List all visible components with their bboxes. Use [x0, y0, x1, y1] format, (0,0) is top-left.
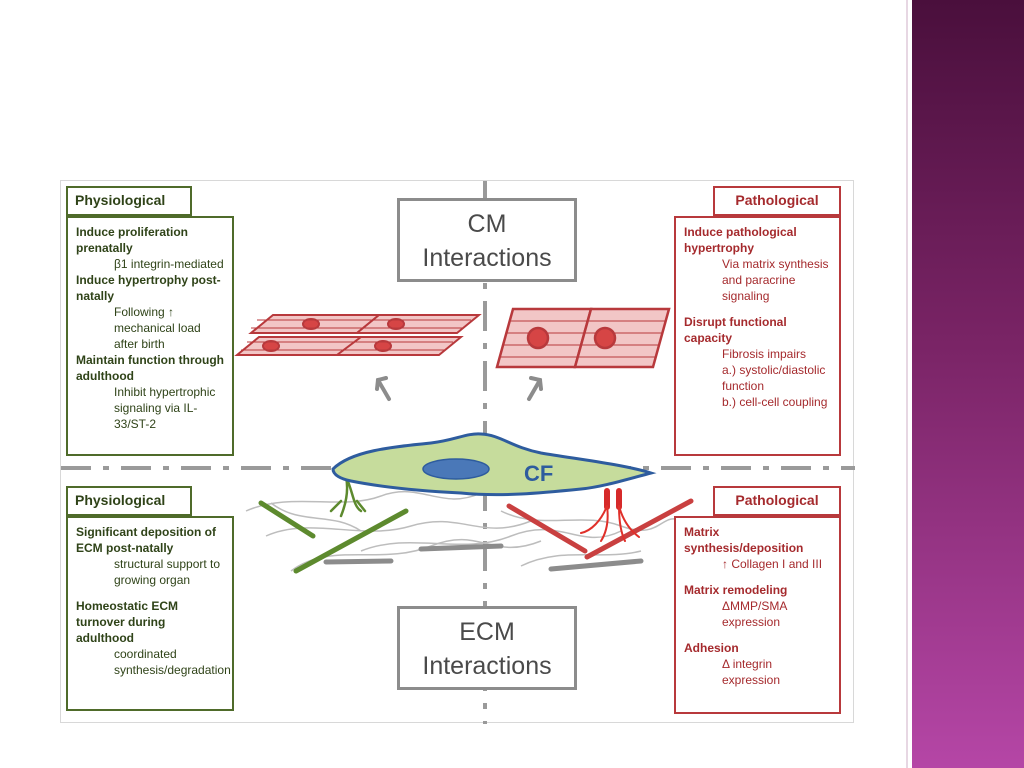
bottom-left-header: Physiological: [66, 486, 192, 516]
bottom-left-item-2-heading: Homeostatic ECM turnover during adulthoo…: [76, 599, 179, 645]
top-right-item-2-sub-b: b.) cell-cell coupling: [722, 395, 828, 409]
physiological-cardiomyocytes: [234, 314, 482, 356]
cardiac-fibroblast-interaction-diagram: CM Interactions ECM Interactions CF Phys…: [60, 180, 855, 724]
bottom-right-item-2-detail: ΔMMP/SMA expression: [722, 599, 787, 629]
cell-nucleus: [422, 458, 490, 480]
slide-sidebar-decoration: [912, 0, 1024, 768]
arrows: [375, 376, 543, 401]
bottom-right-item-3-heading: Adhesion: [684, 641, 739, 655]
top-right-header: Pathological: [713, 186, 841, 216]
top-right-item-2-sub-a: a.) systolic/diastolic function: [722, 363, 826, 393]
top-left-item-3-heading: Maintain function through adulthood: [76, 353, 224, 383]
top-left-item-3-detail: Inhibit hypertrophic signaling via IL-33…: [114, 385, 216, 431]
bottom-right-item-1-heading: Matrix synthesis/deposition: [684, 525, 804, 555]
physiological-fibers: [258, 475, 409, 574]
pathological-cardiomyocytes: [495, 307, 671, 369]
top-left-box: Induce proliferation prenatally β1 integ…: [66, 216, 234, 456]
top-left-item-2-heading: Induce hypertrophy post-natally: [76, 273, 221, 303]
bottom-left-item-1-heading: Significant deposition of ECM post-natal…: [76, 525, 216, 555]
top-left-header: Physiological: [66, 186, 192, 216]
bottom-right-item-2-heading: Matrix remodeling: [684, 583, 788, 597]
top-left-item-2-detail: Following ↑ mechanical load after birth: [114, 305, 201, 351]
diagram-artwork: [61, 181, 855, 724]
bottom-left-item-1-detail: structural support to growing organ: [114, 557, 221, 587]
bottom-left-item-2-detail: coordinated synthesis/degradation: [114, 647, 231, 677]
top-right-item-1-detail: Via matrix synthesis and paracrine signa…: [722, 257, 829, 303]
ecm-interactions-box: ECM Interactions: [397, 606, 577, 690]
top-right-item-1-heading: Induce pathological hypertrophy: [684, 225, 797, 255]
pathological-fibers: [506, 488, 694, 560]
cm-interactions-box: CM Interactions: [397, 198, 577, 282]
bottom-right-box: Matrix synthesis/deposition ↑ Collagen I…: [674, 516, 841, 714]
bottom-right-header: Pathological: [713, 486, 841, 516]
top-left-item-1-heading: Induce proliferation prenatally: [76, 225, 189, 255]
top-left-item-1-detail: β1 integrin-mediated: [114, 257, 224, 271]
bottom-right-item-3-detail: Δ integrin expression: [722, 657, 781, 687]
ecm-fibers: [245, 490, 682, 572]
cf-label: CF: [524, 461, 554, 486]
bottom-right-item-1-detail: ↑ Collagen I and III: [722, 557, 823, 571]
top-right-item-2-heading: Disrupt functional capacity: [684, 315, 787, 345]
collagen-fibers-grey: [323, 543, 644, 572]
top-right-item-2-detail: Fibrosis impairs: [722, 347, 807, 361]
sidebar-divider: [906, 0, 908, 768]
cardiac-fibroblast-cell: [331, 432, 657, 497]
bottom-left-box: Significant deposition of ECM post-natal…: [66, 516, 234, 711]
top-right-box: Induce pathological hypertrophy Via matr…: [674, 216, 841, 456]
